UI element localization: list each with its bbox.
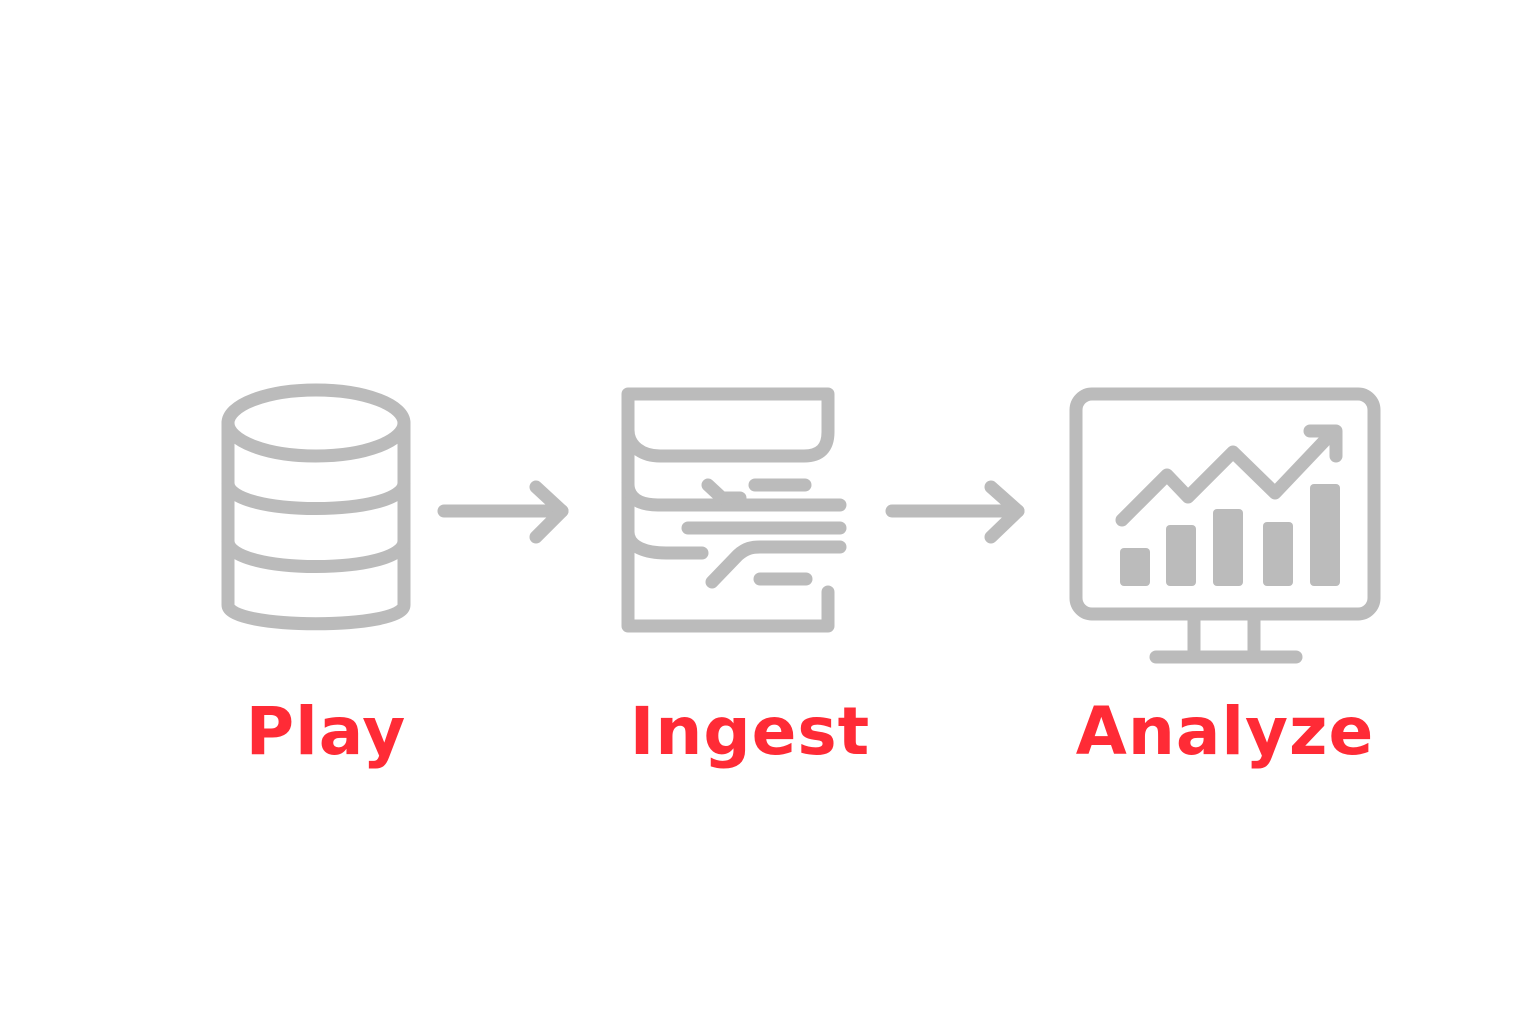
- step-label-ingest: Ingest: [629, 693, 871, 770]
- step-label-play: Play: [245, 693, 407, 770]
- arrow-right-icon: [885, 480, 1025, 544]
- step-label-analyze: Analyze: [1075, 693, 1375, 770]
- analytics-monitor-icon: [1069, 387, 1381, 664]
- arrow-right-icon: [437, 480, 569, 544]
- data-stream-icon: [621, 387, 847, 633]
- database-icon: [221, 383, 411, 631]
